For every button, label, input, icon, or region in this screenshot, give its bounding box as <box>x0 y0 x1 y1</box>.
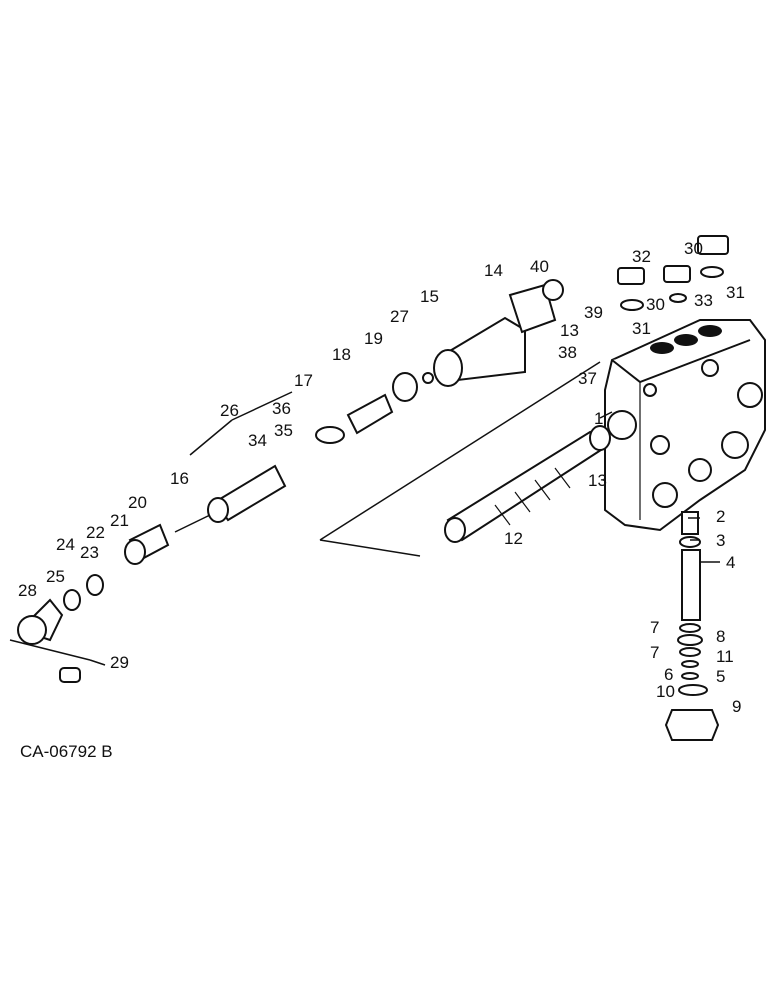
callout-22: 22 <box>86 523 105 542</box>
callout-23: 23 <box>80 543 99 562</box>
callout-37: 37 <box>578 369 597 388</box>
callout-32: 32 <box>632 247 651 266</box>
callout-40: 40 <box>530 257 549 276</box>
callout-26: 26 <box>220 401 239 420</box>
callout-30b: 30 <box>646 295 665 314</box>
callout-4: 4 <box>726 553 735 572</box>
callout-21: 21 <box>110 511 129 530</box>
plug-parts <box>617 235 729 311</box>
callout-39: 39 <box>584 303 603 322</box>
callout-33: 33 <box>694 291 713 310</box>
cover-assembly <box>433 279 564 387</box>
callout-16: 16 <box>170 469 189 488</box>
callout-17: 17 <box>294 371 313 390</box>
piston-parts <box>17 372 434 683</box>
callout-9: 9 <box>732 697 741 716</box>
valve-body <box>604 319 766 532</box>
callout-5: 5 <box>716 667 725 686</box>
callout-29: 29 <box>110 653 129 672</box>
callout-34: 34 <box>248 431 267 450</box>
callout-24: 24 <box>56 535 75 554</box>
callout-13b: 13 <box>588 471 607 490</box>
callout-14: 14 <box>484 261 503 280</box>
callout-25: 25 <box>46 567 65 586</box>
callout-28: 28 <box>18 581 37 600</box>
callout-3: 3 <box>716 531 725 550</box>
callout-1: 1 <box>594 409 603 428</box>
callout-19: 19 <box>364 329 383 348</box>
callout-30a: 30 <box>684 239 703 258</box>
callout-12: 12 <box>504 529 523 548</box>
leader-lines <box>9 361 720 666</box>
callout-15: 15 <box>420 287 439 306</box>
callout-18: 18 <box>332 345 351 364</box>
callout-6: 6 <box>664 665 673 684</box>
diagram-code: CA-06792 B <box>20 742 113 761</box>
spool <box>444 425 611 543</box>
callout-31b: 31 <box>632 319 651 338</box>
callout-labels: 1 2 3 4 5 6 7 7 8 9 10 11 12 13 13 14 15… <box>18 239 745 716</box>
callout-20: 20 <box>128 493 147 512</box>
lower-stack <box>664 511 720 741</box>
callout-38: 38 <box>558 343 577 362</box>
callout-7b: 7 <box>650 643 659 662</box>
callout-31a: 31 <box>726 283 745 302</box>
callout-36: 36 <box>272 399 291 418</box>
callout-13a: 13 <box>560 321 579 340</box>
callout-2: 2 <box>716 507 725 526</box>
callout-10: 10 <box>656 682 675 701</box>
callout-7a: 7 <box>650 618 659 637</box>
callout-11: 11 <box>716 647 734 666</box>
callout-27: 27 <box>390 307 409 326</box>
callout-35: 35 <box>274 421 293 440</box>
callout-8: 8 <box>716 627 725 646</box>
